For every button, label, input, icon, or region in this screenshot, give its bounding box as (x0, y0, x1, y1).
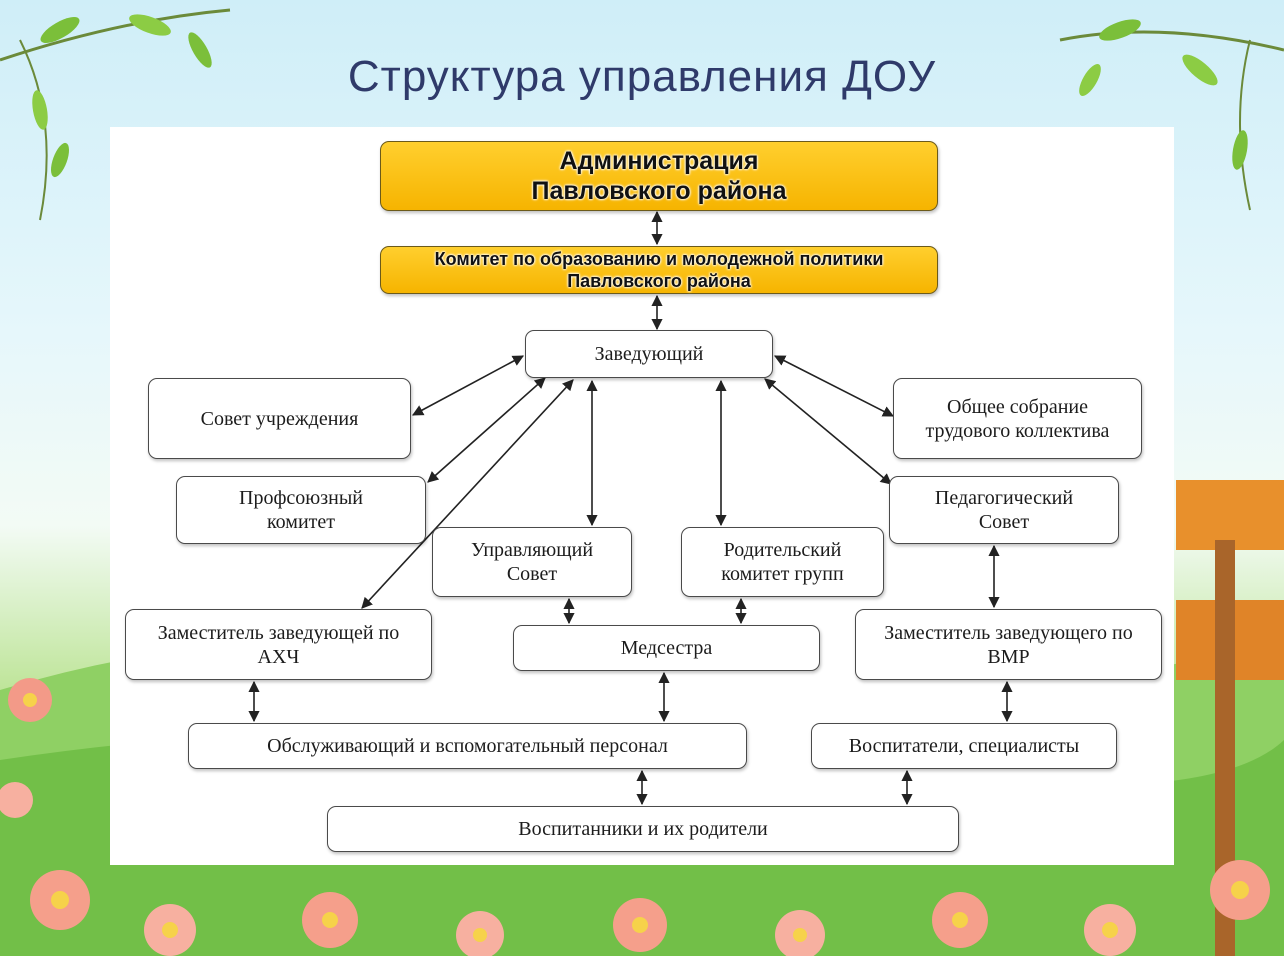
node-general-meeting-label: Общее собрание трудового коллектива (925, 395, 1110, 442)
node-educators-label: Воспитатели, специалисты (848, 735, 1080, 757)
node-administration-label: Администрация Павловского района (531, 147, 787, 205)
node-service-staff-label: Обслуживающий и вспомогательный персонал (267, 735, 668, 757)
node-committee-label: Комитет по образованию и молодежной поли… (434, 248, 884, 292)
leaf (1232, 130, 1248, 170)
node-institution-council: Совет учреждения (148, 378, 411, 459)
vine (1059, 30, 1284, 52)
signpost (1176, 480, 1284, 550)
node-trade-union-label: Профсоюзный комитет (239, 487, 363, 533)
node-parent-committee: Родительский комитет групп (681, 527, 884, 597)
leaf (50, 142, 70, 178)
node-nurse: Медсестра (513, 625, 820, 671)
leaf (1182, 54, 1218, 86)
node-parent-committee-label: Родительский комитет групп (721, 539, 844, 585)
vine (0, 8, 231, 62)
leaf (188, 32, 212, 68)
node-committee: Комитет по образованию и молодежной поли… (380, 246, 938, 294)
flowers (0, 678, 1270, 956)
vine (1239, 39, 1251, 211)
node-head-label: Заведующий (594, 343, 704, 365)
leaf (129, 14, 171, 36)
arrow-head-deputy-ahch (361, 379, 574, 609)
node-pupils-parents: Воспитанники и их родители (327, 806, 959, 852)
node-deputy-vmr-label: Заместитель заведующего по ВМР (884, 621, 1133, 668)
node-pedagogical-council-label: Педагогический Совет (934, 487, 1074, 533)
node-governing-council-label: Управляющий Совет (470, 539, 594, 585)
node-pedagogical-council: Педагогический Совет (889, 476, 1119, 544)
node-head: Заведующий (525, 330, 773, 378)
node-educators: Воспитатели, специалисты (811, 723, 1117, 769)
node-institution-council-label: Совет учреждения (200, 407, 359, 430)
node-governing-council: Управляющий Совет (432, 527, 632, 597)
page-title: Структура управления ДОУ (347, 52, 937, 101)
arrow-head-institution-council (412, 355, 524, 416)
node-deputy-vmr: Заместитель заведующего по ВМР (855, 609, 1162, 680)
signpost-pole (1215, 540, 1235, 956)
arrow-head-pedagogical-council (764, 378, 892, 485)
leaf (40, 17, 80, 43)
node-deputy-ahch-label: Заместитель заведующей по АХЧ (157, 621, 400, 668)
arrow-head-general-meeting (774, 355, 894, 417)
node-nurse-label: Медсестра (620, 637, 713, 659)
node-deputy-ahch: Заместитель заведующей по АХЧ (125, 609, 432, 680)
node-administration: Администрация Павловского района (380, 141, 938, 211)
node-trade-union: Профсоюзный комитет (176, 476, 426, 544)
node-pupils-parents-label: Воспитанники и их родители (518, 818, 768, 840)
leaf (32, 90, 48, 130)
leaf (1099, 19, 1141, 41)
node-general-meeting: Общее собрание трудового коллектива (893, 378, 1142, 459)
node-service-staff: Обслуживающий и вспомогательный персонал (188, 723, 747, 769)
leaf (1079, 64, 1101, 96)
